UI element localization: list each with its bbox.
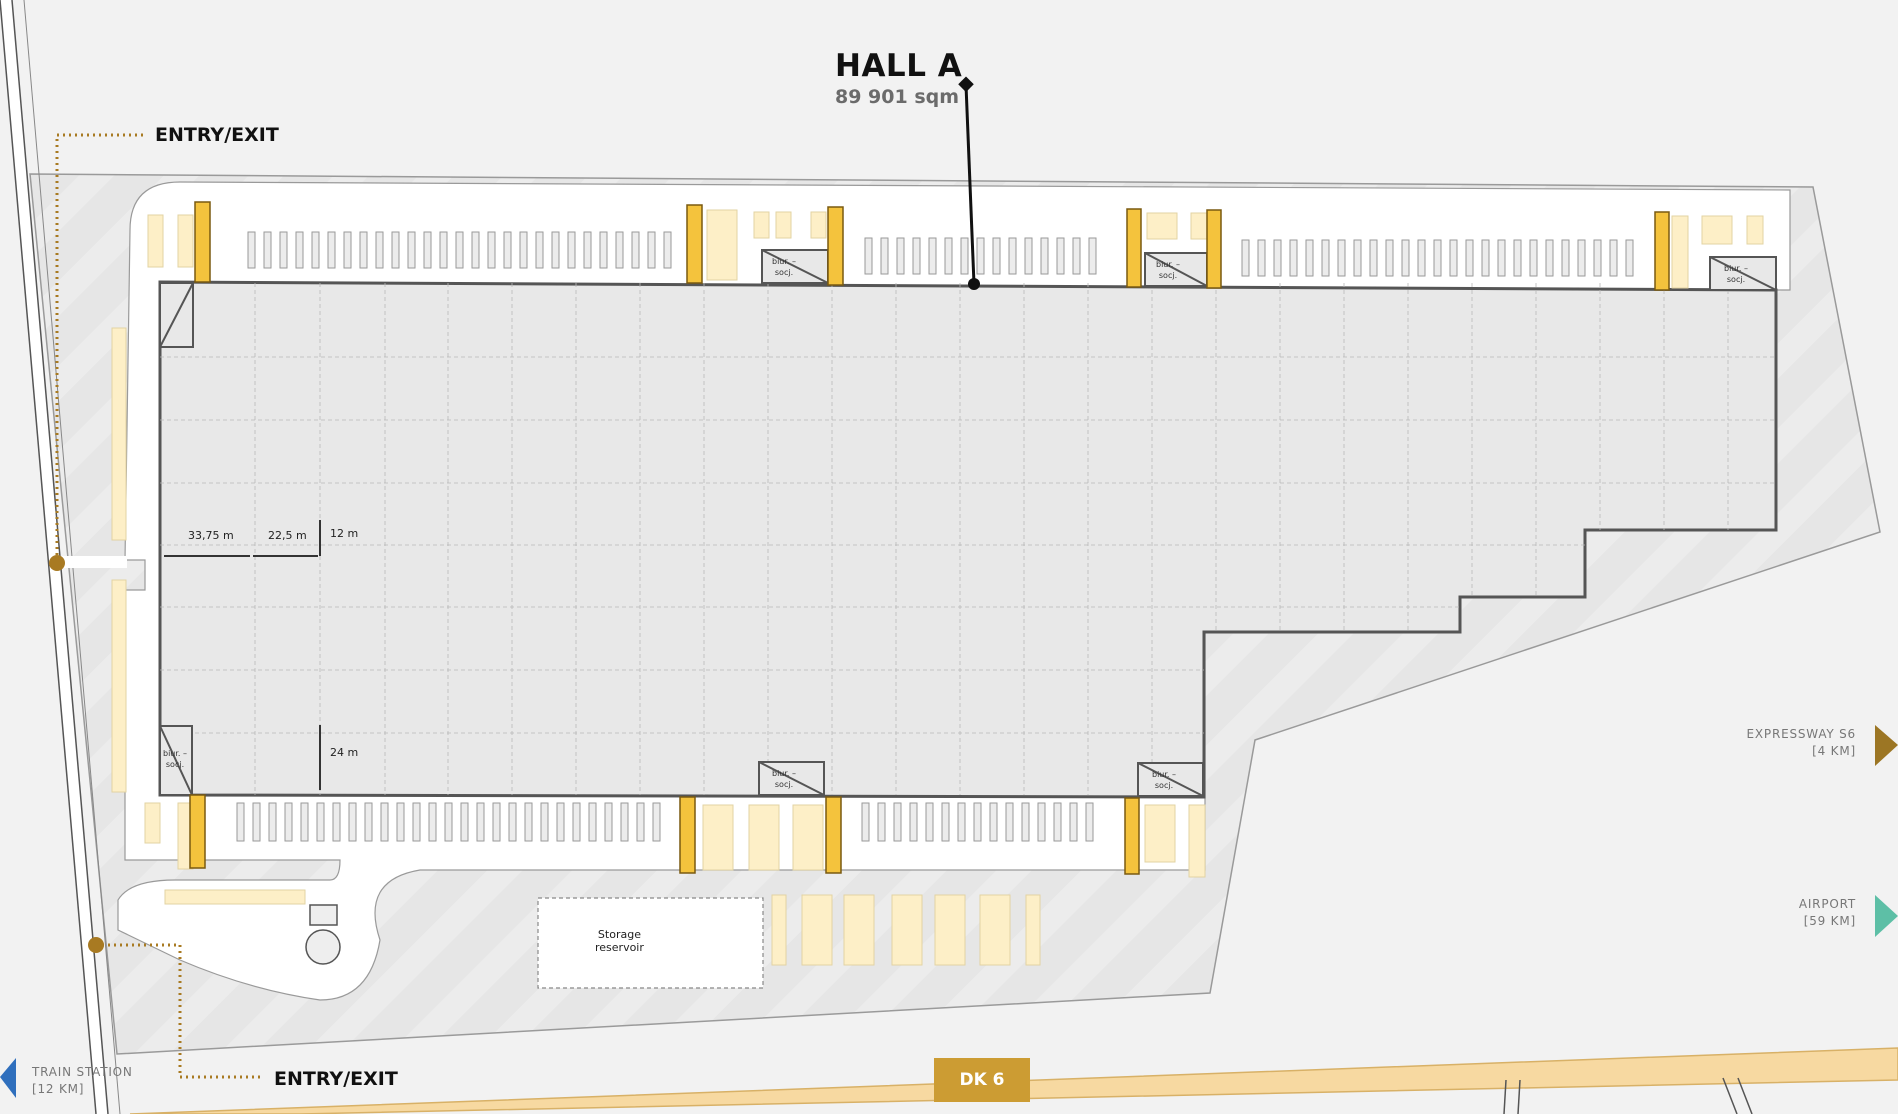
dimension-arrows bbox=[164, 520, 321, 790]
office-label: biur. –socj. bbox=[163, 749, 188, 769]
storage-reservoir bbox=[537, 897, 764, 989]
entry-exit-label-bottom: ENTRY/EXIT bbox=[274, 1068, 398, 1090]
dim-dock-depth: 24 m bbox=[330, 746, 359, 759]
hall-title: HALL A bbox=[835, 48, 963, 84]
train-station-label: TRAIN STATION [12 KM] bbox=[32, 1065, 133, 1096]
dock-levellers bbox=[189, 201, 1670, 875]
parking-stalls bbox=[111, 209, 1764, 966]
entry-point-dot bbox=[88, 937, 104, 953]
office-label: biur. –socj. bbox=[1724, 264, 1749, 284]
hall-area: 89 901 sqm bbox=[835, 86, 960, 108]
office-boxes bbox=[159, 249, 1777, 797]
entry-exit-label-top: ENTRY/EXIT bbox=[155, 124, 279, 146]
entry-routes bbox=[55, 133, 262, 1079]
truck-docks-top bbox=[247, 231, 1634, 277]
office-label: biur. –socj. bbox=[1152, 770, 1177, 790]
truck-docks-bottom bbox=[236, 802, 1094, 842]
airport-label: AIRPORT [59 KM] bbox=[1798, 897, 1856, 928]
dim-column-depth: 12 m bbox=[330, 527, 359, 540]
triangle-right-icon bbox=[1875, 725, 1898, 766]
column-grid bbox=[160, 283, 1776, 795]
dk6-road-badge: DK 6 bbox=[934, 1058, 1030, 1102]
dim-column-spacing: 22,5 m bbox=[268, 529, 307, 542]
office-label: biur. –socj. bbox=[1156, 260, 1181, 280]
office-label: biur. –socj. bbox=[772, 769, 797, 789]
hall-a-footprint bbox=[158, 280, 1778, 799]
expressway-label: EXPRESSWAY S6 [4 KM] bbox=[1746, 727, 1856, 758]
entry-point-dot bbox=[49, 555, 65, 571]
dim-bay-width: 33,75 m bbox=[188, 529, 234, 542]
triangle-right-icon bbox=[1875, 895, 1898, 937]
office-label: biur. –socj. bbox=[772, 257, 797, 277]
triangle-left-icon bbox=[0, 1058, 16, 1098]
